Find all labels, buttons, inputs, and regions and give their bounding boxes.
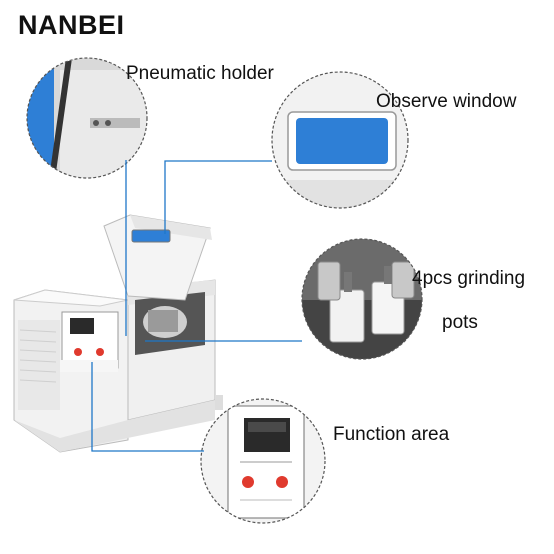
callout-grinding-pots-line2: pots [442, 312, 478, 333]
function-area-detail [200, 398, 326, 524]
leader-line-function [91, 362, 204, 452]
ball-mill-machine [13, 214, 223, 453]
callout-grinding-pots-line1: 4pcs grinding [412, 268, 526, 289]
brand-logo-text: NANBEI [18, 10, 125, 40]
callout-function-area: Function area [333, 424, 450, 445]
observe-window-detail [271, 71, 409, 209]
callout-observe-window: Observe window [376, 91, 517, 112]
grinding-pots-detail [301, 238, 423, 360]
pneumatic-holder-detail [26, 57, 148, 179]
leader-line-window [164, 160, 272, 234]
leader-lines [91, 160, 302, 452]
callout-pneumatic-holder: Pneumatic holder [126, 63, 274, 84]
